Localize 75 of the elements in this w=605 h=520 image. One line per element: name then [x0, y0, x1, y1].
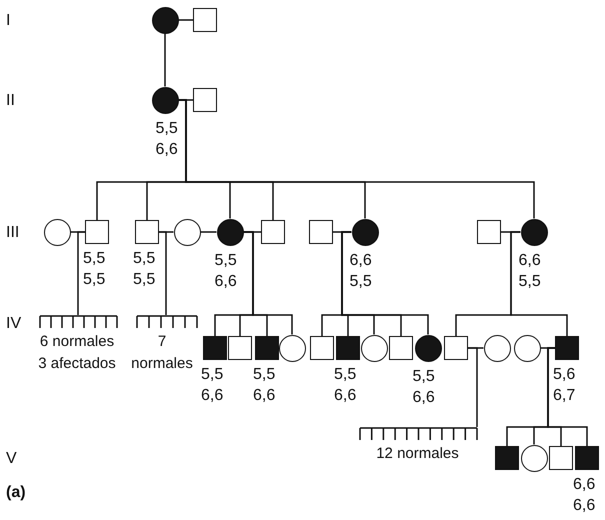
genotype-label: 5,5 [83, 249, 106, 269]
pedigree-line [164, 34, 166, 88]
unaffected-male-symbol [228, 336, 252, 360]
genotype-label: 6,6 [214, 272, 237, 292]
affected-female-symbol [414, 334, 442, 362]
genotype-label: 6,6 [573, 475, 596, 495]
generation-label: III [6, 224, 20, 242]
genotype-label: 5,5 [156, 118, 178, 138]
unaffected-female-symbol [484, 334, 510, 362]
unaffected-male-symbol [549, 446, 573, 470]
pedigree-line [468, 347, 478, 428]
genotype-label: 5,5 [350, 272, 372, 292]
unaffected-male-symbol [261, 220, 285, 244]
affected-male-symbol [575, 446, 599, 470]
genotype-label: 6,6 [253, 386, 276, 406]
affected-female-symbol [352, 218, 378, 246]
pedigree-line [200, 231, 216, 233]
genotype-label: 5,5 [518, 272, 541, 292]
genotype-label: 6,6 [156, 140, 178, 160]
affected-male-symbol [336, 336, 360, 360]
genotype-label: 5,5 [133, 270, 156, 290]
affected-male-symbol [555, 336, 579, 360]
generation-label: I [6, 12, 10, 30]
unaffected-female-symbol [360, 334, 388, 362]
genotype-label: 5,5 [412, 366, 435, 386]
panel-label: (a) [6, 484, 26, 502]
unaffected-female-symbol [520, 444, 548, 472]
genotype-label: 6,6 [573, 496, 596, 516]
genotype-label: 6,6 [412, 388, 435, 408]
pedigree-line [244, 231, 293, 334]
pedigree-line [547, 347, 588, 446]
pedigree-line [341, 231, 429, 334]
affected-female-symbol [520, 218, 548, 246]
unaffected-male-symbol [309, 220, 333, 244]
affected-female-symbol [216, 218, 244, 246]
pedigree-line [77, 231, 85, 316]
unaffected-male-symbol [389, 336, 413, 360]
pedigree-line [178, 19, 193, 21]
genotype-label: 5,5 [201, 365, 224, 385]
unaffected-male-symbol [85, 220, 109, 244]
genotype-label: 5,6 [553, 365, 576, 385]
genotype-label: 6,6 [350, 250, 372, 270]
genotype-label: 6,7 [553, 386, 576, 406]
genotype-label: 5,5 [334, 365, 356, 385]
offspring-count: 6 normales [38, 332, 116, 352]
unaffected-male-symbol [193, 88, 217, 112]
affected-female-symbol [152, 6, 178, 34]
unaffected-female-symbol [514, 334, 540, 362]
offspring-count: 12 normales [375, 444, 460, 464]
genotype-label: 5,5 [253, 365, 276, 385]
genotype-label: 6,6 [201, 386, 224, 406]
generation-label: V [6, 450, 17, 468]
genotype-label: 5,5 [214, 250, 237, 270]
affected-male-symbol [495, 446, 519, 470]
offspring-count: 3 afectados [37, 354, 117, 374]
unaffected-male-symbol [193, 8, 217, 32]
unaffected-female-symbol [278, 334, 306, 362]
unaffected-female-symbol [174, 218, 200, 246]
genotype-label: 6,6 [334, 386, 356, 406]
pedigree-line [159, 231, 167, 316]
affected-female-symbol [152, 86, 178, 114]
unaffected-female-symbol [44, 218, 70, 246]
offspring-count: 7 normales [131, 332, 193, 374]
generation-label: II [6, 92, 15, 110]
generation-label: IV [6, 315, 22, 333]
genotype-label: 5,5 [133, 249, 156, 269]
affected-male-symbol [255, 336, 279, 360]
pedigree-line [510, 231, 568, 336]
unaffected-male-symbol [477, 220, 501, 244]
genotype-label: 5,5 [83, 270, 106, 290]
unaffected-male-symbol [135, 220, 159, 244]
unaffected-male-symbol [444, 336, 468, 360]
unaffected-male-symbol [310, 336, 334, 360]
genotype-label: 6,6 [518, 250, 541, 270]
affected-male-symbol [203, 336, 227, 360]
